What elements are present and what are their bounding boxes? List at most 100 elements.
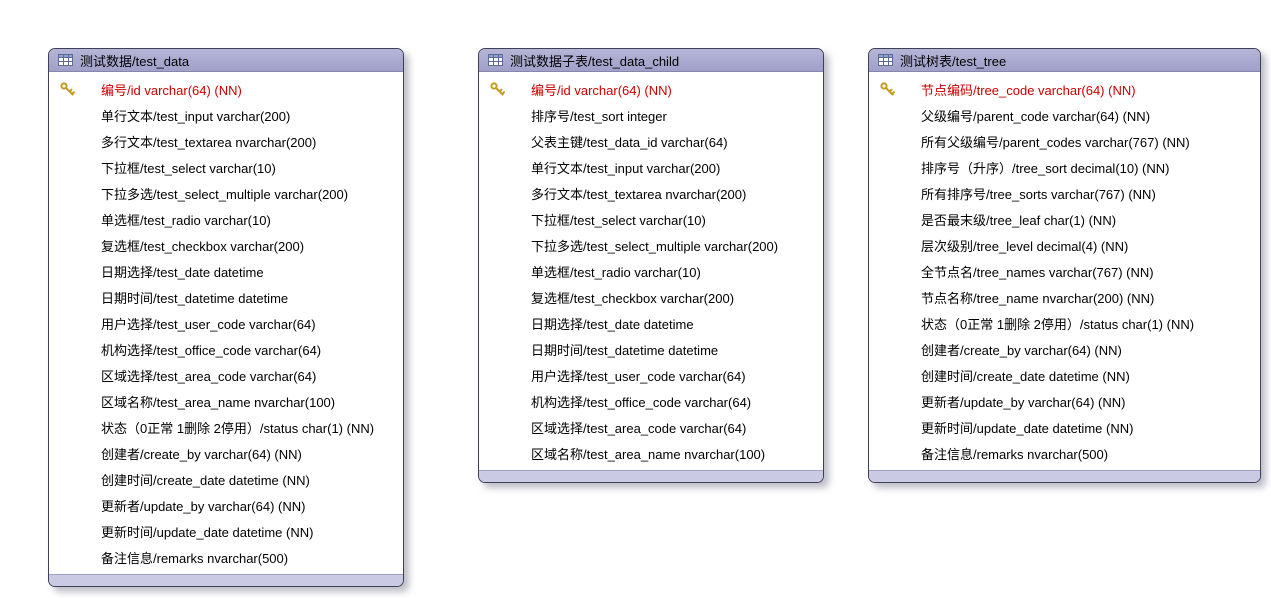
field-label: 区域名称/test_area_name nvarchar(100) [531, 446, 766, 462]
field-label: 日期时间/test_datetime datetime [531, 342, 719, 358]
key-icon [879, 237, 896, 254]
field-row[interactable]: 单行文本/test_input varchar(200) [49, 102, 403, 128]
field-row[interactable]: 层次级别/tree_level decimal(4) (NN) [869, 232, 1260, 258]
key-icon [489, 445, 506, 462]
field-row[interactable]: 多行文本/test_textarea nvarchar(200) [49, 128, 403, 154]
table-card-test_data_child[interactable]: 测试数据子表/test_data_child 编号/id varchar(64)… [478, 48, 824, 483]
field-row[interactable]: 更新者/update_by varchar(64) (NN) [869, 388, 1260, 414]
field-row[interactable]: 单行文本/test_input varchar(200) [479, 154, 823, 180]
table-card-test_data[interactable]: 测试数据/test_data 编号/id varchar(64) (NN) [48, 48, 404, 587]
field-row[interactable]: 日期选择/test_date datetime [479, 310, 823, 336]
field-row[interactable]: 更新时间/update_date datetime (NN) [869, 414, 1260, 440]
field-label: 多行文本/test_textarea nvarchar(200) [101, 134, 317, 150]
key-icon [489, 185, 506, 202]
key-icon [59, 523, 76, 540]
key-icon [879, 107, 896, 124]
field-row[interactable]: 创建者/create_by varchar(64) (NN) [869, 336, 1260, 362]
field-label: 区域选择/test_area_code varchar(64) [531, 420, 747, 436]
field-row[interactable]: 下拉多选/test_select_multiple varchar(200) [49, 180, 403, 206]
field-row[interactable]: 机构选择/test_office_code varchar(64) [479, 388, 823, 414]
table-card-test_tree[interactable]: 测试树表/test_tree 节点编码/tree_code varchar(64… [868, 48, 1261, 483]
field-row[interactable]: 备注信息/remarks nvarchar(500) [49, 544, 403, 570]
field-label: 备注信息/remarks nvarchar(500) [921, 446, 1109, 462]
key-icon [489, 107, 506, 124]
field-row[interactable]: 排序号/test_sort integer [479, 102, 823, 128]
field-row[interactable]: 父表主键/test_data_id varchar(64) [479, 128, 823, 154]
key-icon [489, 393, 506, 410]
field-label: 机构选择/test_office_code varchar(64) [101, 342, 322, 358]
table-title: 测试数据/test_data [80, 53, 190, 69]
field-label: 节点编码/tree_code varchar(64) (NN) [921, 82, 1136, 98]
field-row[interactable]: 复选框/test_checkbox varchar(200) [49, 232, 403, 258]
field-row[interactable]: 所有父级编号/parent_codes varchar(767) (NN) [869, 128, 1260, 154]
key-icon [879, 367, 896, 384]
table-icon [58, 54, 73, 66]
field-row[interactable]: 是否最末级/tree_leaf char(1) (NN) [869, 206, 1260, 232]
field-label: 所有排序号/tree_sorts varchar(767) (NN) [921, 186, 1156, 202]
field-row[interactable]: 复选框/test_checkbox varchar(200) [479, 284, 823, 310]
field-row[interactable]: 排序号（升序）/tree_sort decimal(10) (NN) [869, 154, 1260, 180]
field-row[interactable]: 节点名称/tree_name nvarchar(200) (NN) [869, 284, 1260, 310]
field-row[interactable]: 创建时间/create_date datetime (NN) [49, 466, 403, 492]
key-icon [489, 133, 506, 150]
field-row[interactable]: 多行文本/test_textarea nvarchar(200) [479, 180, 823, 206]
field-row[interactable]: 更新者/update_by varchar(64) (NN) [49, 492, 403, 518]
field-row[interactable]: 日期时间/test_datetime datetime [49, 284, 403, 310]
field-row[interactable]: 日期选择/test_date datetime [49, 258, 403, 284]
field-row[interactable]: 下拉框/test_select varchar(10) [49, 154, 403, 180]
field-row[interactable]: 更新时间/update_date datetime (NN) [49, 518, 403, 544]
field-row[interactable]: 区域选择/test_area_code varchar(64) [49, 362, 403, 388]
field-row[interactable]: 创建者/create_by varchar(64) (NN) [49, 440, 403, 466]
field-row[interactable]: 全节点名/tree_names varchar(767) (NN) [869, 258, 1260, 284]
field-row[interactable]: 用户选择/test_user_code varchar(64) [49, 310, 403, 336]
field-label: 用户选择/test_user_code varchar(64) [101, 316, 316, 332]
field-row[interactable]: 用户选择/test_user_code varchar(64) [479, 362, 823, 388]
field-label: 日期时间/test_datetime datetime [101, 290, 289, 306]
table-header[interactable]: 测试数据/test_data [49, 49, 403, 72]
key-icon [489, 341, 506, 358]
field-row[interactable]: 所有排序号/tree_sorts varchar(767) (NN) [869, 180, 1260, 206]
field-label: 编号/id varchar(64) (NN) [101, 82, 242, 98]
key-icon [489, 419, 506, 436]
key-icon [879, 289, 896, 306]
field-label: 更新者/update_by varchar(64) (NN) [921, 394, 1126, 410]
table-footer [479, 470, 823, 482]
field-row[interactable]: 创建时间/create_date datetime (NN) [869, 362, 1260, 388]
field-row[interactable]: 区域名称/test_area_name nvarchar(100) [479, 440, 823, 466]
field-row[interactable]: 单选框/test_radio varchar(10) [479, 258, 823, 284]
key-icon [879, 393, 896, 410]
key-icon [59, 159, 76, 176]
key-icon [879, 419, 896, 436]
field-row[interactable]: 状态（0正常 1删除 2停用）/status char(1) (NN) [869, 310, 1260, 336]
field-row[interactable]: 备注信息/remarks nvarchar(500) [869, 440, 1260, 466]
key-icon [59, 471, 76, 488]
key-icon [879, 185, 896, 202]
field-label: 下拉框/test_select varchar(10) [531, 212, 706, 228]
field-row[interactable]: 编号/id varchar(64) (NN) [479, 76, 823, 102]
field-row[interactable]: 日期时间/test_datetime datetime [479, 336, 823, 362]
key-icon [489, 315, 506, 332]
field-row[interactable]: 下拉框/test_select varchar(10) [479, 206, 823, 232]
field-label: 复选框/test_checkbox varchar(200) [531, 290, 735, 306]
field-row[interactable]: 下拉多选/test_select_multiple varchar(200) [479, 232, 823, 258]
field-label: 备注信息/remarks nvarchar(500) [101, 550, 289, 566]
field-label: 全节点名/tree_names varchar(767) (NN) [921, 264, 1154, 280]
table-header[interactable]: 测试树表/test_tree [869, 49, 1260, 72]
field-row[interactable]: 单选框/test_radio varchar(10) [49, 206, 403, 232]
field-row[interactable]: 区域选择/test_area_code varchar(64) [479, 414, 823, 440]
field-label: 状态（0正常 1删除 2停用）/status char(1) (NN) [101, 420, 375, 436]
field-row[interactable]: 状态（0正常 1删除 2停用）/status char(1) (NN) [49, 414, 403, 440]
key-icon [59, 497, 76, 514]
field-row[interactable]: 父级编号/parent_code varchar(64) (NN) [869, 102, 1260, 128]
key-icon [489, 211, 506, 228]
table-header[interactable]: 测试数据子表/test_data_child [479, 49, 823, 72]
field-row[interactable]: 区域名称/test_area_name nvarchar(100) [49, 388, 403, 414]
field-row[interactable]: 节点编码/tree_code varchar(64) (NN) [869, 76, 1260, 102]
field-row[interactable]: 机构选择/test_office_code varchar(64) [49, 336, 403, 362]
table-icon [488, 54, 503, 66]
field-row[interactable]: 编号/id varchar(64) (NN) [49, 76, 403, 102]
field-list: 节点编码/tree_code varchar(64) (NN) 父级编号/par… [869, 72, 1260, 470]
key-icon [59, 445, 76, 462]
field-label: 更新者/update_by varchar(64) (NN) [101, 498, 306, 514]
key-icon [59, 237, 76, 254]
